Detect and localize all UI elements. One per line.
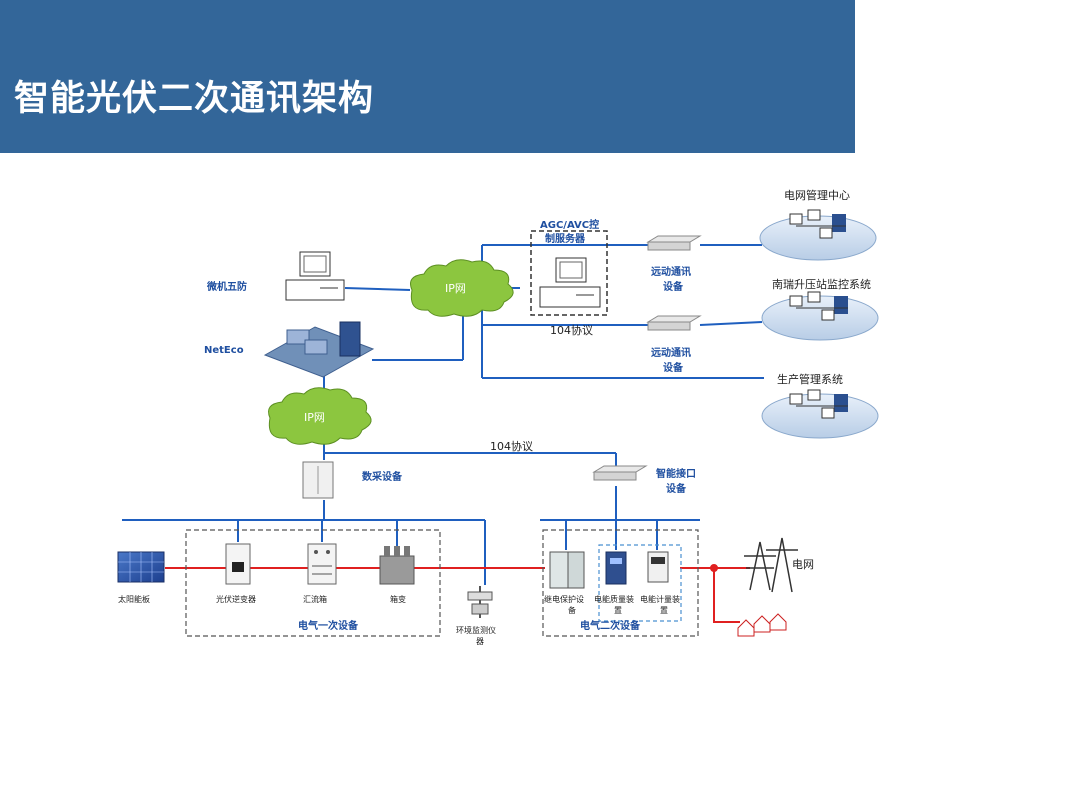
label-telecom1-line2: 设备 (663, 280, 684, 293)
label-proto-mid: 104协议 (490, 439, 533, 453)
label-five-prevention: 微机五防 (206, 280, 247, 293)
network-cluster-icon (759, 209, 877, 261)
label-meter-line2: 置 (660, 606, 668, 615)
transmission-tower-icon (744, 537, 798, 593)
solar-panel-icon (117, 551, 165, 583)
cloud-icon (410, 259, 514, 317)
label-netEco: NetEco (204, 345, 244, 356)
label-grid-center: 电网管理中心 (784, 188, 850, 202)
label-agc-line2: 制服务器 (545, 232, 586, 245)
label-telecom2-line2: 设备 (663, 361, 684, 374)
label-smart-if-line1: 智能接口 (656, 467, 696, 480)
label-box-transformer: 箱变 (390, 594, 406, 604)
group-primary-box (185, 529, 441, 637)
label-ip-net-top: IP网 (445, 282, 466, 295)
server-platform-icon (263, 321, 375, 378)
label-smart-if-line2: 设备 (666, 482, 687, 495)
group-meter-box (598, 544, 682, 622)
label-relay-line2: 备 (568, 605, 576, 615)
router-icon (646, 235, 702, 251)
network-cluster-icon (761, 291, 879, 341)
energy-meter-icon (647, 551, 669, 583)
slide-title: 智能光伏二次通讯架构 (14, 79, 375, 119)
router-icon (646, 315, 702, 331)
link-wufang-ip (344, 287, 411, 291)
label-data-acq: 数采设备 (362, 470, 403, 483)
cloud-icon (268, 387, 372, 445)
label-env-monitor-line2: 器 (476, 637, 484, 646)
power-quality-icon (605, 551, 627, 585)
label-ip-net-mid: IP网 (304, 411, 325, 424)
label-meter-line1: 电能计量装 (640, 594, 680, 604)
computer-icon (539, 257, 601, 308)
communication-links (122, 244, 764, 585)
label-group-secondary: 电气二次设备 (580, 619, 641, 632)
network-cluster-icon (761, 389, 879, 439)
group-secondary-box (542, 529, 699, 637)
label-relay-line1: 继电保护设 (544, 594, 584, 604)
label-pq-line1: 电能质量装 (594, 594, 634, 604)
label-solar-panel: 太阳能板 (118, 594, 150, 604)
label-pq-line2: 置 (614, 606, 622, 615)
weather-station-icon (467, 586, 493, 618)
house-icon (737, 613, 787, 637)
label-pv-inverter: 光伏逆变器 (216, 594, 256, 604)
router-icon (592, 465, 648, 481)
inverter-icon (225, 543, 251, 585)
label-telecom2-line1: 远动通讯 (651, 346, 691, 359)
computer-icon (285, 251, 345, 301)
label-prod-mgmt: 生产管理系统 (777, 372, 843, 386)
combiner-box-icon (307, 543, 337, 585)
label-env-monitor-line1: 环境监测仪 (456, 625, 496, 635)
relay-cabinet-icon (549, 551, 585, 589)
label-proto-top: 104协议 (550, 323, 593, 337)
label-nari-monitor: 南瑞升压站监控系统 (772, 277, 871, 291)
transformer-icon (379, 546, 415, 585)
label-telecom1-line1: 远动通讯 (651, 265, 691, 278)
label-agc-line1: AGC/AVC控 (540, 218, 599, 231)
label-group-primary: 电气一次设备 (298, 619, 359, 632)
data-acquisition-icon (302, 461, 334, 499)
label-grid: 电网 (792, 558, 814, 571)
label-combiner: 汇流箱 (303, 594, 327, 604)
title-bar: 智能光伏二次通讯架构 (0, 0, 855, 153)
link-telecom2-nari (699, 321, 763, 326)
